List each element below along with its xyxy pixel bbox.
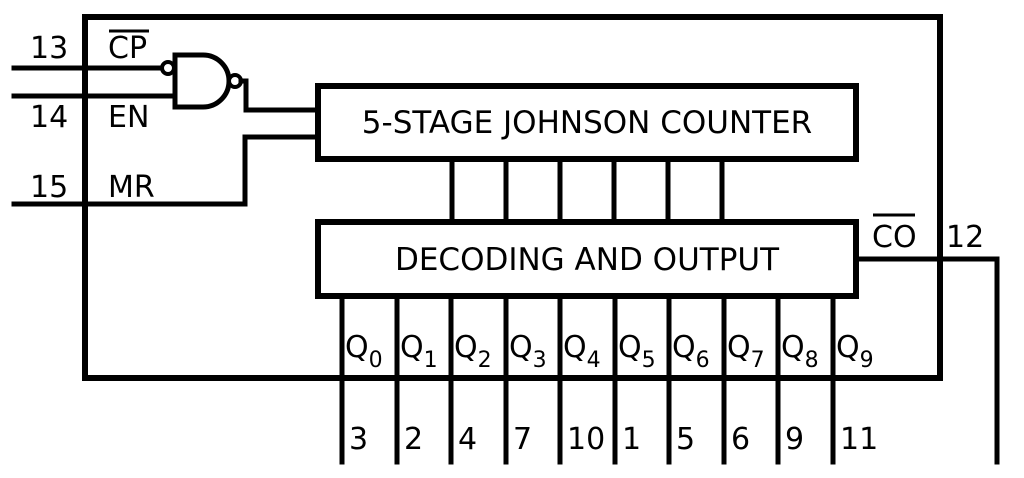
output-label-index: 7 <box>751 348 765 373</box>
output-pin-number: 1 <box>622 422 641 457</box>
co-signal-label: CO <box>872 220 917 255</box>
output-label-index: 9 <box>860 348 874 373</box>
mr-input-wire <box>11 134 321 207</box>
pin-12-label: 12 <box>946 220 984 255</box>
output-label-index: 3 <box>533 348 547 373</box>
output-label-base: Q <box>345 330 369 365</box>
nand-gate <box>172 52 232 110</box>
output-label-q2: Q2 <box>454 330 492 373</box>
output-label-q4: Q4 <box>563 330 601 373</box>
counter-to-decoder-bus <box>449 156 725 225</box>
output-label-q9: Q9 <box>836 330 874 373</box>
output-label-index: 1 <box>424 348 438 373</box>
cp-signal-label: CP <box>108 31 147 66</box>
output-pin-number: 6 <box>731 422 750 457</box>
output-label-q3: Q3 <box>509 330 547 373</box>
output-label-q7: Q7 <box>727 330 765 373</box>
output-label-index: 5 <box>642 348 656 373</box>
johnson-counter-label: 5-STAGE JOHNSON COUNTER <box>362 105 812 141</box>
output-label-base: Q <box>618 330 642 365</box>
output-label-base: Q <box>509 330 533 365</box>
output-pin-number: 11 <box>840 422 878 457</box>
en-signal-label: EN <box>108 100 149 135</box>
pin-13-label: 13 <box>30 31 68 66</box>
mr-signal-label: MR <box>108 170 155 205</box>
gate-to-counter-wire <box>238 78 321 113</box>
output-label-q0: Q0 <box>345 330 383 373</box>
output-pin-number: 7 <box>513 422 532 457</box>
co-output-wire <box>853 256 1000 465</box>
output-label-base: Q <box>672 330 696 365</box>
output-pin-number: 2 <box>404 422 423 457</box>
output-pin-number: 3 <box>349 422 368 457</box>
output-label-index: 4 <box>587 348 601 373</box>
output-label-q6: Q6 <box>672 330 710 373</box>
pin-15-label: 15 <box>30 170 68 205</box>
output-label-q8: Q8 <box>781 330 819 373</box>
output-label-index: 0 <box>369 348 383 373</box>
output-label-base: Q <box>836 330 860 365</box>
output-label-q5: Q5 <box>618 330 656 373</box>
output-label-index: 8 <box>805 348 819 373</box>
pin-14-label: 14 <box>30 100 68 135</box>
output-label-base: Q <box>400 330 424 365</box>
johnson-counter-block <box>315 83 859 162</box>
output-label-base: Q <box>727 330 751 365</box>
output-pin-number: 4 <box>458 422 477 457</box>
output-pin-number: 10 <box>567 422 605 457</box>
output-label-index: 6 <box>696 348 710 373</box>
output-pin-number: 9 <box>785 422 804 457</box>
output-label-q1: Q1 <box>400 330 438 373</box>
output-label-base: Q <box>563 330 587 365</box>
decoding-output-label: DECODING AND OUTPUT <box>395 242 780 278</box>
output-label-index: 2 <box>478 348 492 373</box>
output-label-base: Q <box>781 330 805 365</box>
output-pin-number: 5 <box>676 422 695 457</box>
output-label-base: Q <box>454 330 478 365</box>
cp-inversion-bubble <box>160 60 176 76</box>
